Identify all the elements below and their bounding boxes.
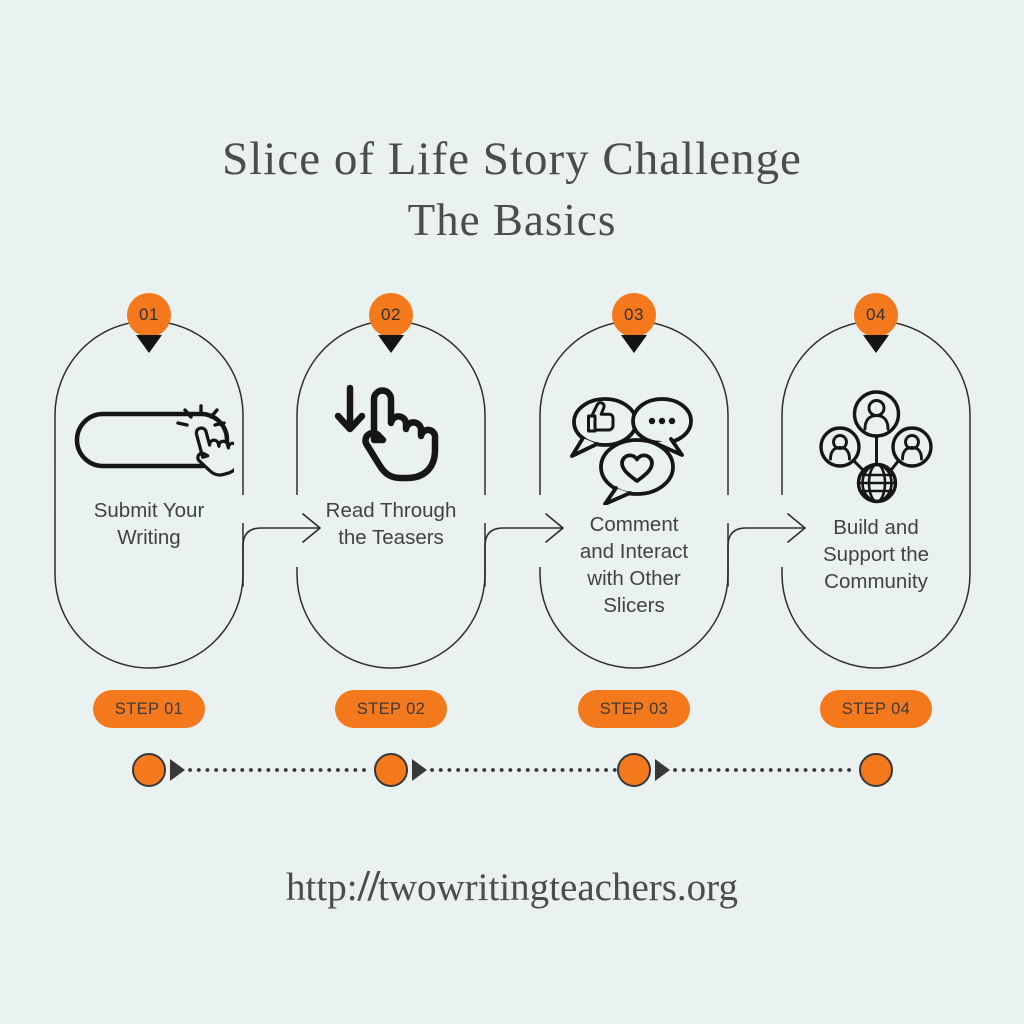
timeline-node-4 [859, 753, 893, 787]
step-4-number-marker: 04 [854, 293, 898, 337]
step-3-pointer-icon [621, 335, 647, 353]
title-line-2: The Basics [407, 195, 617, 246]
arrow-step1-to-step2 [242, 513, 321, 587]
step-2-number-marker: 02 [369, 293, 413, 337]
url-domain: twowritingteachers.org [378, 866, 738, 909]
step-2-pointer-icon [378, 335, 404, 353]
community-network-icon [819, 390, 933, 504]
step-4-badge: STEP 04 [820, 690, 932, 728]
timeline-node-1 [132, 753, 166, 787]
step-4-title: Build and Support the Community [823, 516, 929, 593]
step-3-title: Comment and Interact with Other Slicers [579, 513, 689, 617]
timeline-node-3 [617, 753, 651, 787]
step-1-badge: STEP 01 [93, 690, 205, 728]
step-1-number-marker: 01 [127, 293, 171, 337]
url-slashes: // [357, 861, 380, 910]
step-3-badge: STEP 03 [578, 690, 690, 728]
timeline-play-3 [655, 759, 670, 781]
scroll-hand-icon [334, 384, 439, 482]
step-3-number-marker: 03 [612, 293, 656, 337]
step-2-title: Read Through the Teasers [325, 499, 457, 549]
button-click-icon [74, 404, 234, 477]
page-title: Slice of Life Story Challenge The Basics [0, 128, 1024, 250]
step-4-pointer-icon [863, 335, 889, 353]
step-1-title: Submit Your Writing [93, 499, 205, 549]
url-prefix: http: [286, 866, 358, 909]
timeline-node-2 [374, 753, 408, 787]
timeline-play-1 [170, 759, 185, 781]
step-2-badge: STEP 02 [335, 690, 447, 728]
chat-reactions-icon [570, 397, 693, 505]
title-line-1: Slice of Life Story Challenge [222, 133, 802, 185]
timeline [132, 753, 893, 787]
arrow-step3-to-step4 [727, 513, 806, 587]
footer-url: http://twowritingteachers.org [0, 860, 1024, 911]
capsule-edge-gaps [240, 495, 786, 567]
step-1-pointer-icon [136, 335, 162, 353]
timeline-play-2 [412, 759, 427, 781]
arrow-step2-to-step3 [484, 513, 564, 587]
